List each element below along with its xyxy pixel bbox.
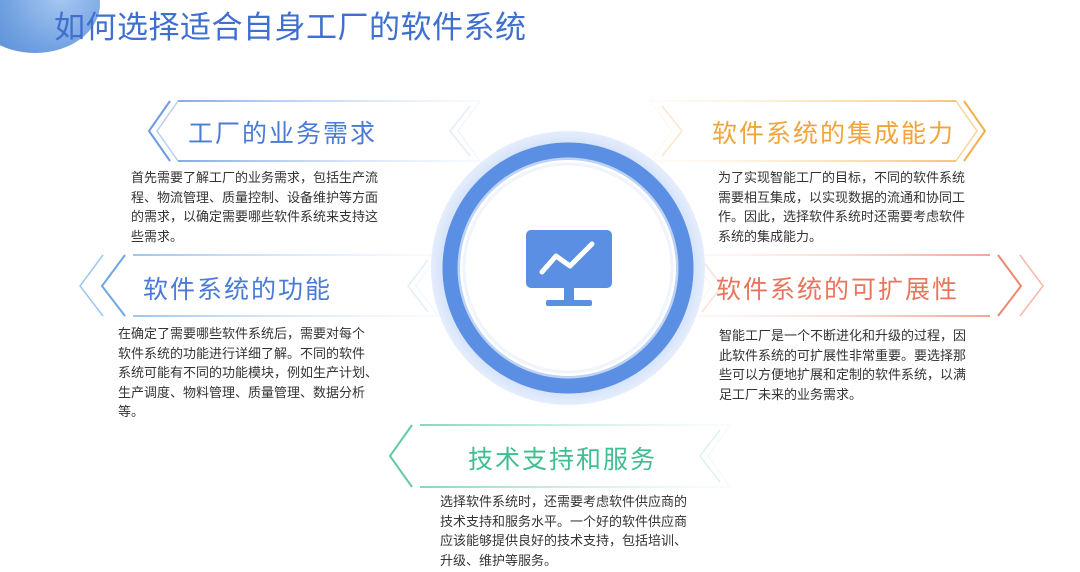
section-text-function: 在确定了需要哪些软件系统后，需要对每个 软件系统的功能进行详细了解。不同的软件 … xyxy=(118,325,418,423)
text-line: 升级、维护等服务。 xyxy=(440,553,558,569)
text-line: 此软件系统的可扩展性非常重要。要选择那 xyxy=(719,348,967,364)
section-text-business: 首先需要了解工厂的业务需求，包括生产流 程、物流管理、质量控制、设备维护等方面 … xyxy=(131,169,431,247)
text-line: 选择软件系统时，还需要考虑软件供应商的 xyxy=(440,495,688,510)
text-line: 些可以方便地扩展和定制的软件系统，以满 xyxy=(719,368,967,383)
banner-support xyxy=(388,424,732,488)
section-text-support: 选择软件系统时，还需要考虑软件供应商的 技术支持和服务水平。一个好的软件供应商 … xyxy=(440,493,740,571)
text-line: 些需求。 xyxy=(131,229,184,245)
text-line: 智能工厂是一个不断进化和升级的过程，因 xyxy=(719,329,967,344)
section-title-business: 工厂的业务需求 xyxy=(188,119,378,148)
text-line: 系统可能有不同的功能模块，例如生产计划、 xyxy=(118,366,379,381)
monitor-chart-icon xyxy=(526,230,612,306)
text-line: 作。因此，选择软件系统时还需要考虑软件 xyxy=(718,210,966,225)
section-text-integration: 为了实现智能工厂的目标，不同的软件系统 需要相互集成，以实现数据的流通和协同工 … xyxy=(718,169,1018,247)
text-line: 技术支持和服务水平。一个好的软件供应商 xyxy=(440,514,688,530)
text-line: 应该能够提供良好的技术支持，包括培训、 xyxy=(440,534,688,549)
banner-business xyxy=(147,100,482,162)
text-line: 的需求，以确定需要哪些软件系统来支持这 xyxy=(131,210,379,225)
text-line: 生产调度、物料管理、质量管理、数据分析 xyxy=(118,385,366,401)
page-title: 如何选择适合自身工厂的软件系统 xyxy=(54,10,527,46)
text-line: 在确定了需要哪些软件系统后，需要对每个 xyxy=(118,327,366,342)
banner-integration xyxy=(648,100,987,162)
text-line: 足工厂未来的业务需求。 xyxy=(719,387,863,403)
text-line: 需要相互集成，以实现数据的流通和协同工 xyxy=(718,190,966,206)
text-line: 等。 xyxy=(118,405,145,420)
text-line: 系统的集成能力。 xyxy=(718,229,823,245)
banner-scalability xyxy=(688,254,1044,317)
section-title-support: 技术支持和服务 xyxy=(468,445,658,474)
section-title-function: 软件系统的功能 xyxy=(143,275,333,304)
section-title-integration: 软件系统的集成能力 xyxy=(712,119,956,148)
banner-function xyxy=(79,254,440,317)
text-line: 首先需要了解工厂的业务需求，包括生产流 xyxy=(131,171,379,186)
section-text-scalability: 智能工厂是一个不断进化和升级的过程，因 此软件系统的可扩展性非常重要。要选择那 … xyxy=(719,327,1019,405)
section-title-scalability: 软件系统的可扩展性 xyxy=(716,275,960,304)
text-line: 软件系统的功能进行详细了解。不同的软件 xyxy=(118,346,366,362)
text-line: 程、物流管理、质量控制、设备维护等方面 xyxy=(131,190,379,206)
text-line: 为了实现智能工厂的目标，不同的软件系统 xyxy=(718,171,966,186)
